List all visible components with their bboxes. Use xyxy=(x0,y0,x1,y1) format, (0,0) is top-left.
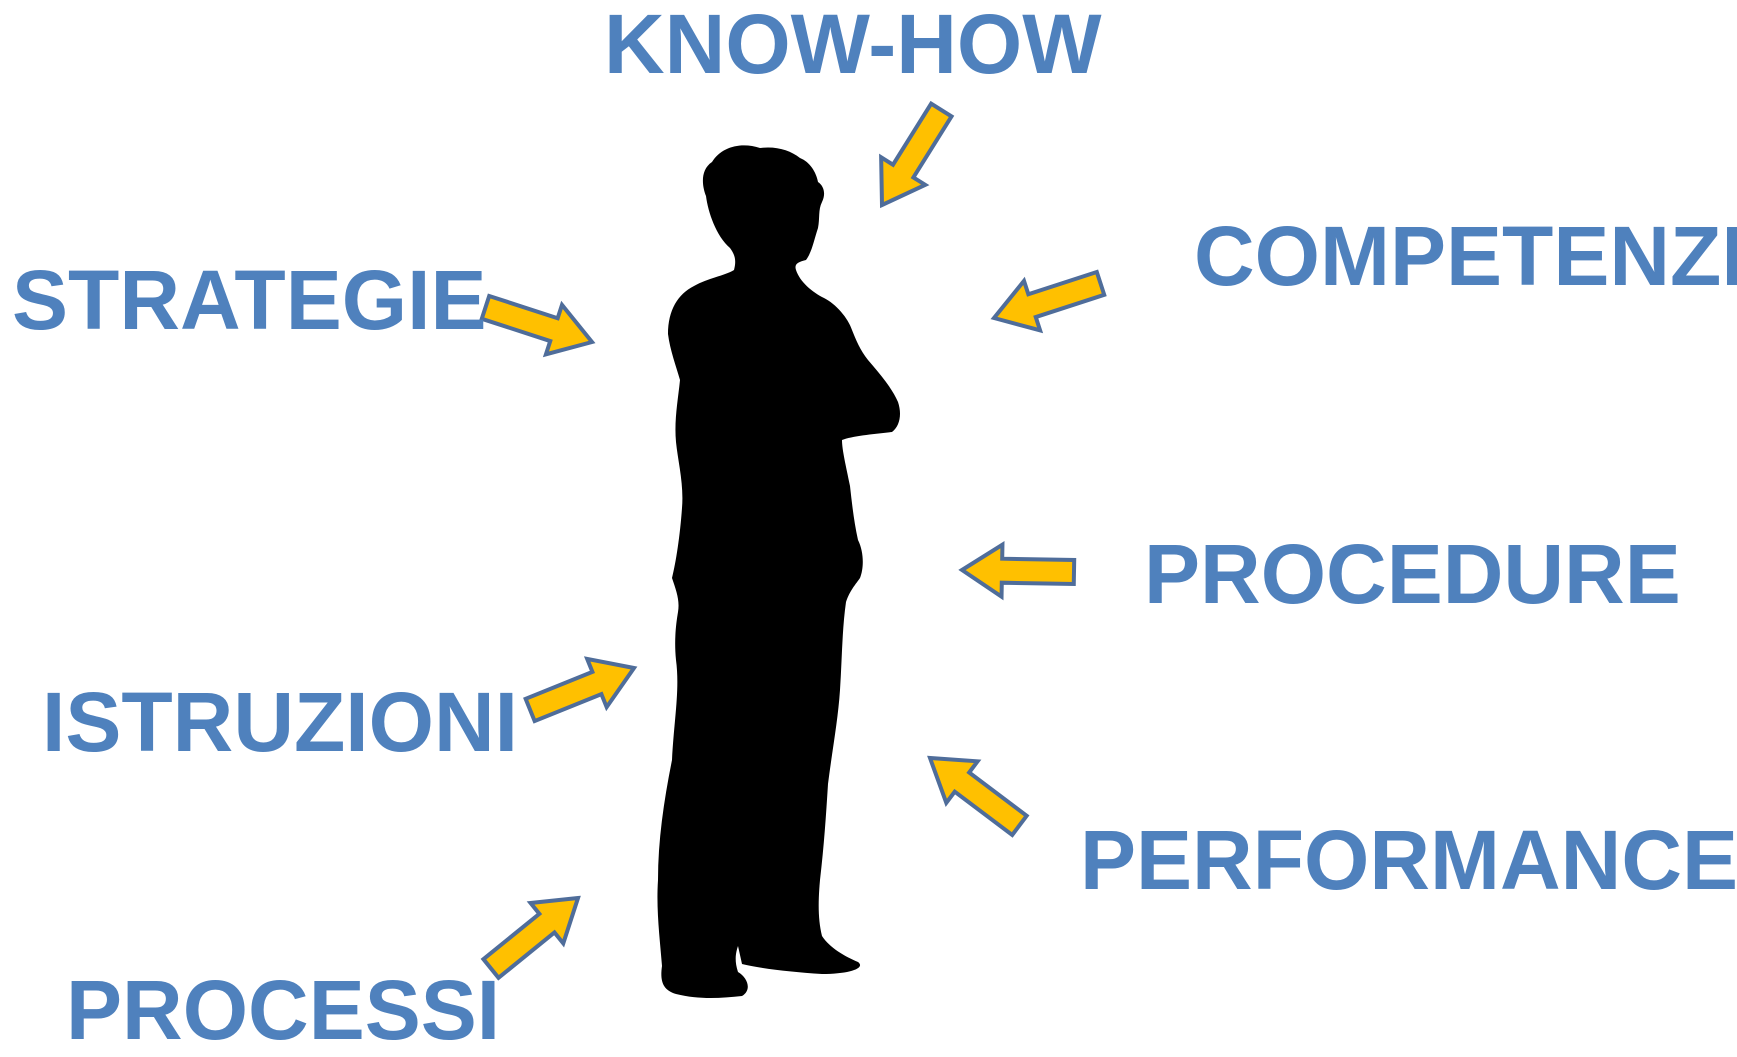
person-silhouette-icon xyxy=(657,145,900,999)
block-arrow-icon xyxy=(523,656,638,724)
label-istruzioni: ISTRUZIONI xyxy=(42,675,518,769)
label-know-how: KNOW-HOW xyxy=(604,0,1102,91)
block-arrow-icon xyxy=(927,755,1030,838)
arrow-to-figure-from-processi xyxy=(480,895,581,981)
label-procedure: PROCEDURE xyxy=(1144,527,1681,621)
arrow-to-figure-from-procedure xyxy=(958,541,1077,601)
block-arrow-icon xyxy=(990,269,1107,334)
arrow-to-figure-from-know-how xyxy=(879,100,955,209)
arrow-to-figure-from-istruzioni xyxy=(523,656,638,724)
block-arrow-icon xyxy=(480,895,581,981)
label-strategie: STRATEGIE xyxy=(12,253,487,347)
arrow-to-figure-from-competenze xyxy=(990,269,1107,334)
label-competenze: COMPETENZE xyxy=(1194,209,1737,303)
block-arrow-icon xyxy=(879,100,955,209)
block-arrow-icon xyxy=(958,541,1077,601)
label-processi: PROCESSI xyxy=(66,963,501,1057)
arrow-to-figure-from-performance xyxy=(927,755,1030,838)
block-arrow-icon xyxy=(479,293,596,358)
label-performance: PERFORMANCE xyxy=(1080,813,1737,907)
arrow-to-figure-from-strategie xyxy=(479,293,596,358)
